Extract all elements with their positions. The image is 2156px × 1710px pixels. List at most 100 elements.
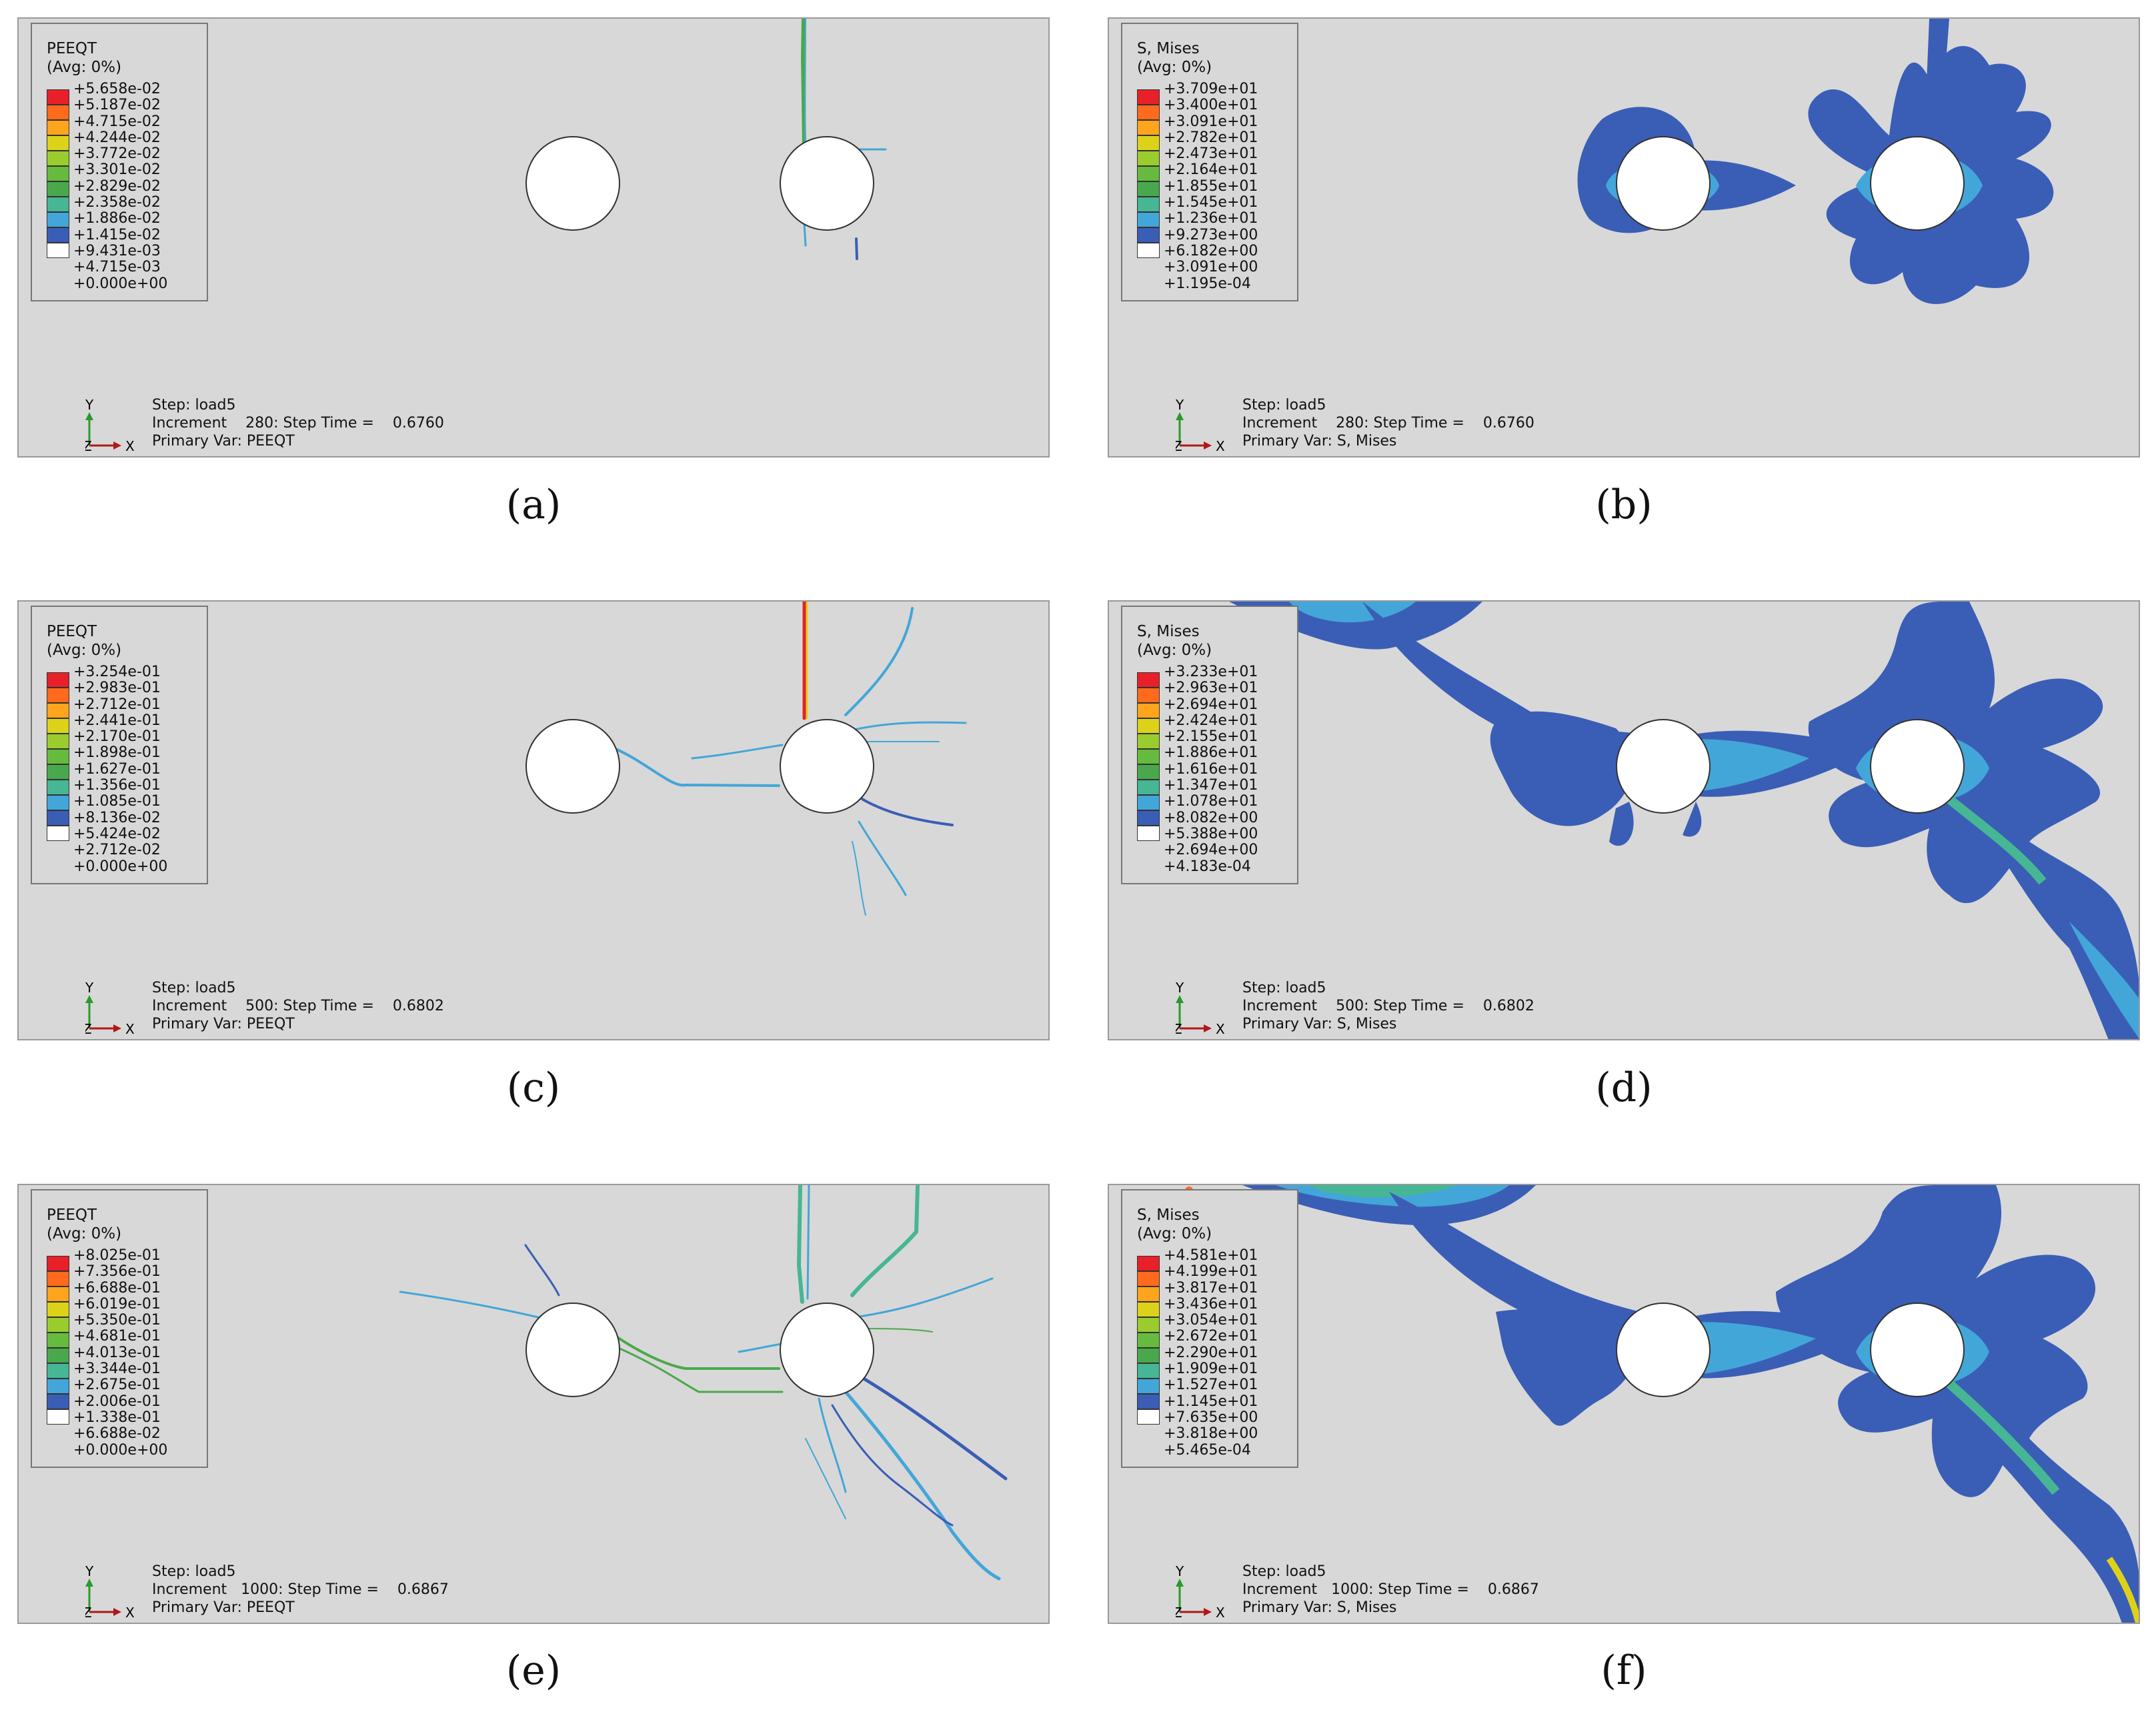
legend-swatch (47, 1409, 69, 1425)
legend-tick: +2.712e-01 (73, 696, 161, 713)
legend-swatch (47, 197, 69, 212)
legend-tick: +0.000e+00 (73, 1441, 168, 1459)
legend-tick: +3.091e+01 (1164, 113, 1258, 130)
hole-left (525, 136, 620, 231)
color-legend: S, Mises (Avg: 0%) +3.709e+01 +3.400e+01… (1121, 23, 1298, 301)
caption-d: (d) (1595, 1064, 1653, 1111)
legend-tick: +4.244e-02 (73, 129, 161, 146)
legend-title: S, Mises (1137, 623, 1200, 640)
color-legend: PEEQT (Avg: 0%) +5.658e-02 +5.187e-02 +4… (31, 23, 208, 301)
stress-zone (1289, 602, 1416, 623)
legend-tick: +2.963e+01 (1164, 680, 1258, 697)
legend-swatch (47, 1256, 69, 1271)
legend-swatches (1137, 89, 1160, 258)
legend-swatch (1137, 1287, 1160, 1302)
legend-tick: +2.672e+01 (1164, 1328, 1258, 1345)
caption-c: (c) (506, 1064, 561, 1111)
caption-f: (f) (1600, 1647, 1647, 1694)
increment-label: Increment 280: Step Time = 0.6760 (152, 415, 444, 432)
legend-tick: +4.199e+01 (1164, 1263, 1258, 1280)
axis-triad: Y Z X (1176, 1565, 1225, 1619)
peeqt-field-a (525, 19, 887, 260)
legend-tick: +1.236e+01 (1164, 210, 1258, 227)
crack-line (858, 820, 907, 896)
axis-triad: Y Z X (85, 982, 135, 1035)
legend-tick: +3.054e+01 (1164, 1312, 1258, 1329)
legend-avg: (Avg: 0%) (1137, 642, 1212, 659)
hole-right (780, 1303, 874, 1397)
legend-tick: +2.170e-01 (73, 728, 161, 746)
legend-tick: +3.817e+01 (1164, 1279, 1258, 1297)
legend-swatch (1137, 105, 1160, 120)
stress-band (1933, 784, 2047, 885)
crack-line (855, 237, 858, 260)
caption-a: (a) (505, 482, 562, 528)
legend-tick: +2.829e-02 (73, 177, 161, 195)
legend-swatch (1137, 1333, 1160, 1348)
axis-z-label: Z (1176, 1021, 1182, 1035)
legend-swatch (47, 135, 69, 151)
panel-f-mises: S, Mises (Avg: 0%) +4.581e+01 +4.199e+01… (1108, 1184, 2140, 1624)
legend-tick: +3.436e+01 (1164, 1295, 1258, 1313)
axis-x-label: X (1216, 1021, 1225, 1035)
legend-tick: +5.350e-01 (73, 1312, 161, 1329)
legend-tick: +1.338e-01 (73, 1409, 161, 1426)
axis-triad: Y Z X (85, 399, 135, 452)
crack-line (850, 1370, 1008, 1481)
color-legend: PEEQT (Avg: 0%) +8.025e-01 +7.356e-01 +6… (31, 1189, 208, 1468)
legend-swatch (47, 181, 69, 197)
legend-tick: +1.909e+01 (1164, 1361, 1258, 1378)
legend-tick: +5.187e-02 (73, 97, 161, 114)
mises-field-b (1577, 19, 2054, 304)
peeqt-field-c (525, 602, 967, 916)
axis-y-label: Y (1176, 1565, 1184, 1579)
crack-line (611, 1344, 784, 1393)
legend-swatch (47, 672, 69, 688)
axis-x-label: X (125, 1605, 135, 1619)
legend-title: S, Mises (1137, 40, 1200, 57)
step-label: Step: load5 (152, 980, 236, 996)
legend-swatch (1137, 718, 1160, 734)
increment-label: Increment 1000: Step Time = 0.6867 (152, 1581, 449, 1598)
axis-x-label: X (125, 1021, 135, 1035)
crack-line (818, 1397, 847, 1493)
hole-right (1870, 719, 1965, 814)
crack-line (796, 1185, 804, 1304)
legend-tick: +9.431e-03 (73, 242, 161, 259)
axis-x-label: X (1216, 438, 1225, 452)
crack-line (831, 1404, 954, 1527)
legend-swatch (1137, 1363, 1160, 1379)
legend-swatch (47, 89, 69, 105)
legend-avg: (Avg: 0%) (47, 642, 122, 659)
legend-swatch (1137, 703, 1160, 718)
legend-swatch (1137, 734, 1160, 749)
primary-var-label: Primary Var: PEEQT (152, 433, 295, 450)
panel-d-mises: S, Mises (Avg: 0%) +3.233e+01 +2.963e+01… (1108, 600, 2140, 1040)
legend-tick: +7.356e-01 (73, 1263, 161, 1280)
legend-ticks: +5.658e-02 +5.187e-02 +4.715e-02 +4.244e… (73, 81, 167, 292)
legend-tick: +4.581e+01 (1164, 1247, 1258, 1264)
legend-swatch (1137, 1302, 1160, 1317)
legend-swatch (47, 810, 69, 826)
legend-ticks: +4.581e+01 +4.199e+01 +3.817e+01 +3.436e… (1164, 1247, 1258, 1459)
axis-z-label: Z (85, 1021, 92, 1035)
legend-tick: +2.675e-01 (73, 1377, 161, 1394)
legend-tick: +2.983e-01 (73, 680, 161, 697)
axis-y-label: Y (85, 982, 94, 996)
mises-field-f (1185, 1185, 2139, 1623)
legend-tick: +1.627e-01 (73, 760, 161, 778)
legend-swatch (1137, 243, 1160, 258)
legend-tick: +2.473e+01 (1164, 145, 1258, 163)
crack-line (850, 1185, 920, 1297)
legend-tick: +8.025e-01 (73, 1247, 161, 1264)
legend-avg: (Avg: 0%) (1137, 1225, 1212, 1242)
legend-swatch (47, 688, 69, 703)
legend-tick: +2.694e+01 (1164, 696, 1258, 713)
legend-swatch (47, 703, 69, 718)
crack-line (806, 1185, 810, 1300)
axis-triad: Y Z X (1176, 982, 1225, 1035)
legend-swatch (47, 212, 69, 227)
hole-left (1616, 1303, 1711, 1397)
